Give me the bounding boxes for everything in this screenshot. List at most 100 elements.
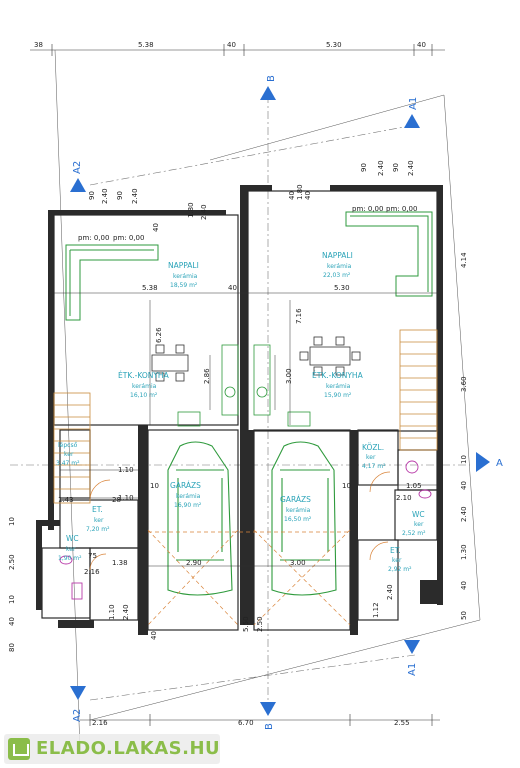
section-a2-top-marker — [70, 178, 86, 192]
dim-7-16: 7.16 — [295, 308, 303, 324]
house-icon — [8, 738, 30, 760]
sofa-right — [345, 211, 433, 297]
dim-40-b: 40 — [152, 223, 160, 232]
section-a2-top-label: A2 — [72, 161, 83, 174]
left-dim-2: 10 — [8, 595, 16, 604]
room-wc-right-name: WC — [412, 510, 425, 519]
room-wc-left-floor: ker — [66, 546, 76, 553]
property-boundary — [54, 49, 481, 751]
room-etk-right-name: ÉTK.-KONYHA — [312, 371, 364, 380]
dim-1-80: 1.80 — [187, 202, 195, 218]
mid-small-1: 1.80 — [296, 184, 304, 200]
interior-walls — [41, 190, 438, 631]
room-etk-left-floor: kerámia — [132, 383, 157, 390]
dim-2-16-small: 2.16 — [84, 568, 100, 576]
room-et-right-area: 2,92 m² — [388, 566, 412, 573]
room-et-left-floor: ker — [94, 517, 104, 524]
room-nappali-right-name: NAPPALI — [322, 251, 353, 260]
stair-left — [53, 392, 91, 504]
top-small-left-2: 90 — [116, 191, 124, 200]
room-kozl-floor: ker — [366, 454, 376, 461]
dim-10-a: 10 — [150, 482, 159, 490]
door-arcs — [89, 471, 391, 571]
top-dim-4: 40 — [417, 41, 426, 49]
watermark-text: ELADO.LAKAS.HU — [36, 738, 221, 759]
room-nappali-left-area: 18,59 m² — [170, 282, 198, 289]
room-kozl-area: 4,17 m² — [362, 463, 386, 470]
top-small-left-1: 2.40 — [101, 188, 109, 204]
right-dim-6: 40 — [460, 581, 468, 590]
dim-10-b: 10 — [342, 482, 351, 490]
bottom-dimension-line — [80, 714, 440, 726]
room-kozl-name: KÖZL. — [362, 443, 384, 452]
room-garazs-left-name: GARÁZS — [170, 481, 201, 490]
dim-2-90: 2.90 — [186, 559, 202, 567]
dim-1-10-b: 1.10 — [118, 494, 134, 502]
exterior-walls — [36, 185, 443, 635]
right-dim-0: 4.14 — [460, 252, 468, 268]
mid-small-2: 40 — [304, 191, 312, 200]
left-dim-0: 10 — [8, 517, 16, 526]
top-small-right-2: 90 — [392, 163, 400, 172]
mid-small-0: 40 — [288, 191, 296, 200]
section-b-bottom-marker — [260, 702, 276, 716]
room-etk-right-floor: kerámia — [326, 383, 351, 390]
garage-door-swing — [147, 529, 351, 626]
room-wc-left-name: WC — [66, 534, 79, 543]
top-small-left-0: 90 — [88, 191, 96, 200]
top-small-right-0: 90 — [360, 163, 368, 172]
section-b-bottom-label: B — [264, 723, 275, 730]
room-etk-right-area: 15,90 m² — [324, 392, 352, 399]
dim-6-26: 6.26 — [155, 327, 163, 343]
section-a1-top-marker — [404, 114, 420, 128]
dim-2-50: 2.50 — [256, 616, 264, 632]
pm-left-2: pm: 0,00 — [113, 234, 144, 242]
watermark: ELADO.LAKAS.HU — [4, 734, 220, 764]
dim-1-43: 1.43 — [58, 496, 74, 504]
dim-28: 28 — [112, 496, 121, 504]
sofa-left — [65, 244, 159, 321]
left-dim-3: 40 — [8, 617, 16, 626]
dim-2-10: 2.10 — [396, 494, 412, 502]
top-small-right-3: 2.40 — [407, 160, 415, 176]
wc-fixtures — [59, 460, 432, 600]
left-dim-4: 80 — [8, 643, 16, 652]
section-a2-bottom-marker — [70, 686, 86, 700]
room-lepcso-area: 3,47 m² — [56, 460, 80, 467]
room-et-right-name: ET. — [390, 546, 401, 555]
bottom-dim-0: 2.16 — [92, 719, 108, 727]
room-garazs-left-floor: kerámia — [176, 493, 201, 500]
section-b-top-label: B — [266, 75, 277, 82]
section-a-label: A — [496, 458, 503, 469]
pm-right: pm: 0,00 — [352, 205, 383, 213]
top-dim-3: 5.30 — [326, 41, 342, 49]
section-a1-bottom-label: A1 — [407, 663, 418, 676]
section-a1-top-label: A1 — [408, 97, 419, 110]
top-dimension-line — [30, 44, 445, 56]
top-dim-0: 38 — [34, 41, 43, 49]
dim-5-38: 5.38 — [142, 284, 158, 292]
dining-table-right — [299, 336, 361, 376]
dim-3-00-b: 3.00 — [290, 559, 306, 567]
dim-2-40-b: 2.40 — [386, 584, 394, 600]
room-etk-left-area: 16,10 m² — [130, 392, 158, 399]
left-dim-1: 2.50 — [8, 554, 16, 570]
section-a1-bottom-marker — [404, 640, 420, 654]
kitchen-counters — [177, 344, 311, 427]
room-et-left-area: 7,20 m² — [86, 526, 110, 533]
room-nappali-right-area: 22,03 m² — [323, 272, 351, 279]
room-wc-right-area: 2,52 m² — [402, 530, 426, 537]
section-a2-bottom-label: A2 — [72, 709, 83, 722]
dim-40-a: 40 — [228, 284, 237, 292]
room-nappali-right-floor: kerámia — [327, 263, 352, 270]
right-dim-1: 3.60 — [460, 376, 468, 392]
dim-2-40-a: 2.40 — [200, 204, 208, 220]
top-small-left-3: 2.40 — [131, 188, 139, 204]
dim-1-10-c: 1.10 — [108, 604, 116, 620]
right-dim-4: 2.40 — [460, 506, 468, 522]
top-dim-2: 40 — [227, 41, 236, 49]
top-small-right-1: 2.40 — [377, 160, 385, 176]
inner-dimension-lines — [54, 292, 440, 567]
room-et-right-floor: ker — [392, 557, 402, 564]
